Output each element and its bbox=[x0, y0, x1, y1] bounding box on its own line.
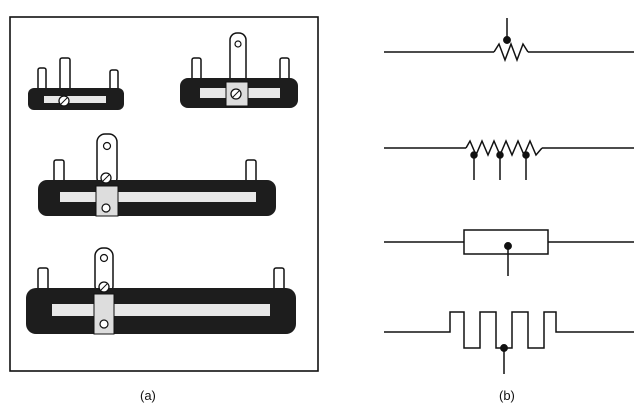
symbol-rectangle-resistor-tap bbox=[384, 229, 634, 276]
symbol-meander-resistor-tap bbox=[384, 311, 634, 374]
symbol-tapped-resistor bbox=[384, 139, 634, 180]
resistor-medium bbox=[38, 133, 276, 217]
resistor-large bbox=[26, 247, 296, 335]
symbol-variable-resistor-wiper bbox=[384, 18, 634, 63]
panel-a-label: (a) bbox=[140, 388, 156, 403]
resistor-small-left bbox=[28, 57, 124, 110]
panel-b-label: (b) bbox=[499, 388, 515, 403]
resistor-small-right bbox=[180, 32, 298, 108]
panel-a-frame bbox=[9, 16, 319, 372]
